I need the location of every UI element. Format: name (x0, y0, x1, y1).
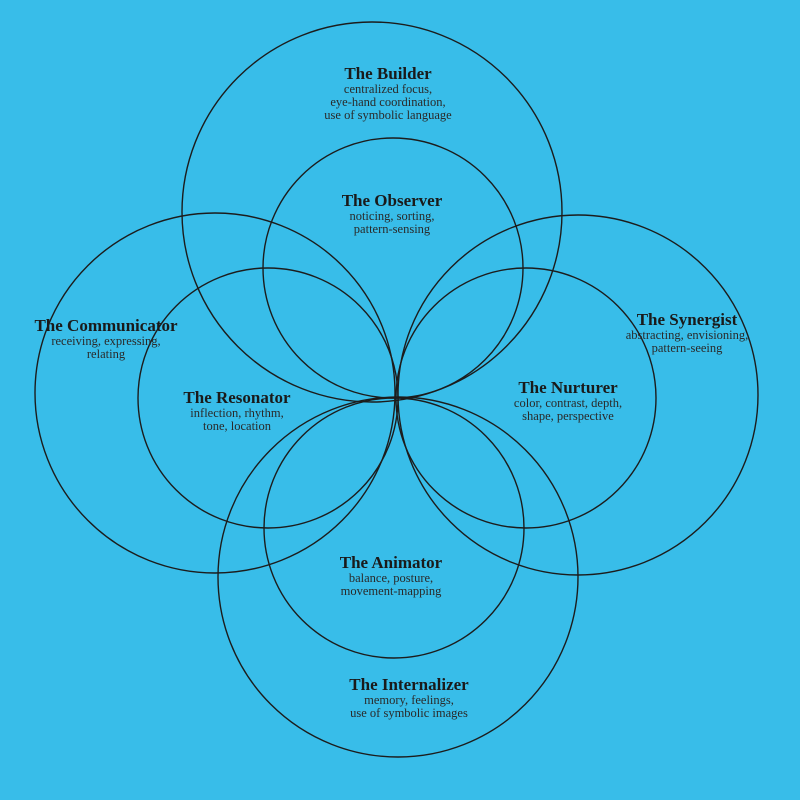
node-name: The Internalizer (349, 675, 469, 694)
circle-builder (181, 21, 563, 403)
node-desc-line: color, contrast, depth, (513, 396, 623, 410)
node-desc-line: inflection, rhythm, (190, 406, 284, 420)
label-observer: The Observer noticing, sorting, pattern-… (342, 191, 443, 236)
circle-animator (263, 397, 525, 659)
node-desc-line: pattern-seeing (651, 341, 723, 355)
node-name: The Observer (341, 191, 443, 210)
node-desc-line: abstracting, envisioning, (625, 328, 749, 342)
label-animator: The Animator balance, posture, movement-… (340, 553, 442, 598)
node-name: The Synergist (636, 310, 738, 329)
node-name: The Builder (344, 64, 432, 83)
node-desc-line: memory, feelings, (364, 693, 454, 707)
node-desc-line: eye-hand coordination, (330, 95, 446, 109)
node-desc-line: movement-mapping (340, 584, 442, 598)
label-communicator: The Communicator receiving, expressing, … (34, 316, 177, 361)
node-desc-line: relating (86, 347, 126, 361)
node-desc-line: receiving, expressing, (51, 334, 161, 348)
node-desc-line: use of symbolic language (324, 108, 452, 122)
node-desc-line: tone, location (202, 419, 272, 433)
label-resonator: The Resonator inflection, rhythm, tone, … (183, 388, 290, 433)
label-internalizer: The Internalizer memory, feelings, use o… (349, 675, 468, 720)
node-desc-line: shape, perspective (522, 409, 614, 423)
node-desc-line: pattern-sensing (353, 222, 431, 236)
label-builder: The Builder centralized focus, eye-hand … (324, 64, 451, 122)
node-desc-line: noticing, sorting, (349, 209, 435, 223)
node-desc-line: centralized focus, (343, 82, 433, 96)
label-synergist: The Synergist abstracting, envisioning, … (626, 310, 749, 355)
node-desc-line: use of symbolic images (350, 706, 468, 720)
circle-communicator (34, 212, 396, 574)
circle-observer (262, 137, 524, 399)
node-name: The Communicator (34, 316, 178, 335)
node-name: The Nurturer (518, 378, 618, 397)
node-desc-line: balance, posture, (348, 571, 434, 585)
node-name: The Resonator (183, 388, 291, 407)
label-nurturer: The Nurturer color, contrast, depth, sha… (514, 378, 622, 423)
node-name: The Animator (339, 553, 443, 572)
